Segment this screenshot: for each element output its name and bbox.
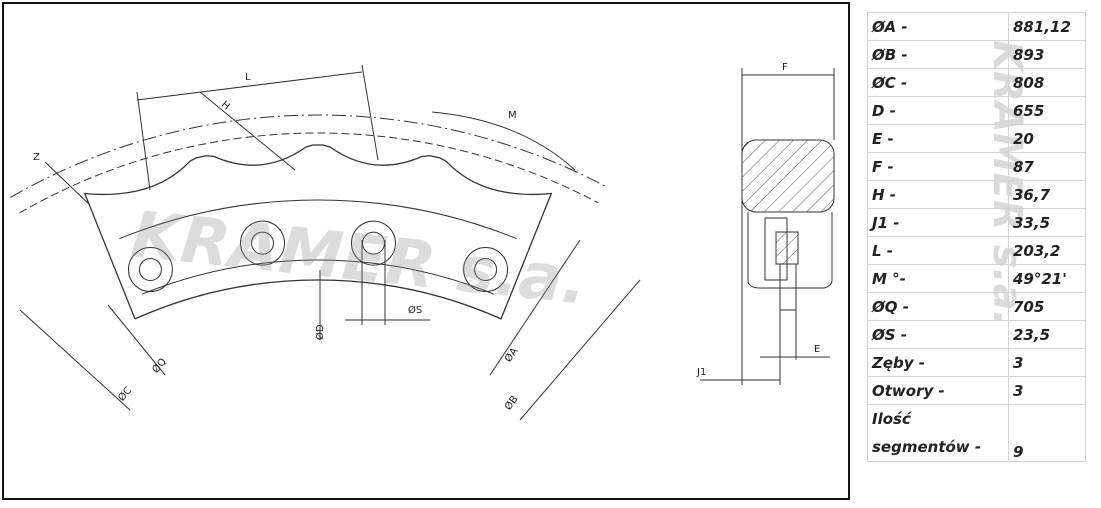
bolt-hole-inner xyxy=(251,231,275,255)
dim-c xyxy=(19,309,131,411)
spec-key: ØB - xyxy=(867,40,1009,69)
spec-row: Ilość segmentów -9 xyxy=(867,404,1086,462)
bolt-hole-inner xyxy=(138,258,162,282)
dim-a xyxy=(489,239,581,376)
spec-value: 9 xyxy=(1008,404,1086,462)
circle-a xyxy=(19,132,599,214)
dim-m xyxy=(431,111,576,171)
spec-row: ØS -23,5 xyxy=(867,320,1086,349)
inner-rim-line xyxy=(119,199,517,240)
label-m: M xyxy=(508,110,517,121)
spec-key: L - xyxy=(867,236,1009,265)
spec-key: Otwory - xyxy=(867,376,1009,405)
spec-key: H - xyxy=(867,180,1009,209)
label-b: ØB xyxy=(502,393,520,412)
segment-outline xyxy=(83,144,553,320)
inner-rim-line xyxy=(141,259,495,295)
spec-row: D -655 xyxy=(867,96,1086,125)
spec-row: ØC -808 xyxy=(867,68,1086,97)
spec-row: L -203,2 xyxy=(867,236,1086,265)
dim-b xyxy=(519,279,641,421)
side-view xyxy=(700,68,835,385)
bolt-hole-inner xyxy=(474,258,498,282)
label-l: L xyxy=(245,72,251,83)
bolt-hole xyxy=(240,220,286,266)
spec-row: ØB -893 xyxy=(867,40,1086,69)
spec-key: F - xyxy=(867,152,1009,181)
spec-row: Zęby -3 xyxy=(867,348,1086,377)
spec-key: ØQ - xyxy=(867,292,1009,321)
bolt-hole xyxy=(463,247,509,293)
spec-key: J1 - xyxy=(867,208,1009,237)
spec-value: 3 xyxy=(1008,376,1086,405)
spec-value: 203,2 xyxy=(1008,236,1086,265)
spec-row: Otwory -3 xyxy=(867,376,1086,405)
sprocket-segment-drawing: KRAMER s.a. L H M Z ØC ØQ ØD ØS ØA ØB F … xyxy=(10,62,835,421)
ext-l xyxy=(361,64,379,161)
spec-row: E -20 xyxy=(867,124,1086,153)
label-h: H xyxy=(219,99,232,112)
drawing-frame xyxy=(2,2,850,500)
spec-value: 33,5 xyxy=(1008,208,1086,237)
spec-value: 20 xyxy=(1008,124,1086,153)
label-z: Z xyxy=(33,152,40,163)
label-d: ØD xyxy=(314,324,326,340)
spec-value: 49°21' xyxy=(1008,264,1086,293)
front-view xyxy=(10,64,641,421)
spec-key: Zęby - xyxy=(867,348,1009,377)
spec-row: M °-49°21' xyxy=(867,264,1086,293)
spec-value: 893 xyxy=(1008,40,1086,69)
label-s: ØS xyxy=(408,304,422,316)
label-e: E xyxy=(814,344,820,355)
bolt-hole xyxy=(350,220,396,266)
spec-value: 23,5 xyxy=(1008,320,1086,349)
spec-row: ØA -881,12 xyxy=(867,12,1086,41)
watermark: KRAMER s.a. xyxy=(128,198,591,319)
spec-key: M °- xyxy=(867,264,1009,293)
spec-value: 881,12 xyxy=(1008,12,1086,41)
spec-value: 705 xyxy=(1008,292,1086,321)
spec-key: Ilość segmentów - xyxy=(867,404,1009,462)
spec-key: D - xyxy=(867,96,1009,125)
spec-value: 3 xyxy=(1008,348,1086,377)
spec-row: J1 -33,5 xyxy=(867,208,1086,237)
spec-row: H -36,7 xyxy=(867,180,1086,209)
label-j1: J1 xyxy=(696,367,706,378)
leader-z xyxy=(44,161,91,206)
ext-l xyxy=(136,91,151,191)
spec-key: E - xyxy=(867,124,1009,153)
circle-c xyxy=(10,114,607,198)
dim-l xyxy=(136,71,363,101)
label-f: F xyxy=(782,62,788,73)
label-c: ØC xyxy=(116,384,135,403)
spec-key: ØC - xyxy=(867,68,1009,97)
label-a: ØA xyxy=(502,345,520,364)
bolt-hole xyxy=(127,247,173,293)
dim-q xyxy=(107,304,166,376)
spec-value: 36,7 xyxy=(1008,180,1086,209)
label-q: ØQ xyxy=(150,356,169,376)
spec-key: ØA - xyxy=(867,12,1009,41)
spec-row: ØQ -705 xyxy=(867,292,1086,321)
spec-row: F -87 xyxy=(867,152,1086,181)
spec-value: 808 xyxy=(1008,68,1086,97)
spec-key: ØS - xyxy=(867,320,1009,349)
spec-value: 87 xyxy=(1008,152,1086,181)
dim-h xyxy=(199,91,296,171)
spec-value: 655 xyxy=(1008,96,1086,125)
